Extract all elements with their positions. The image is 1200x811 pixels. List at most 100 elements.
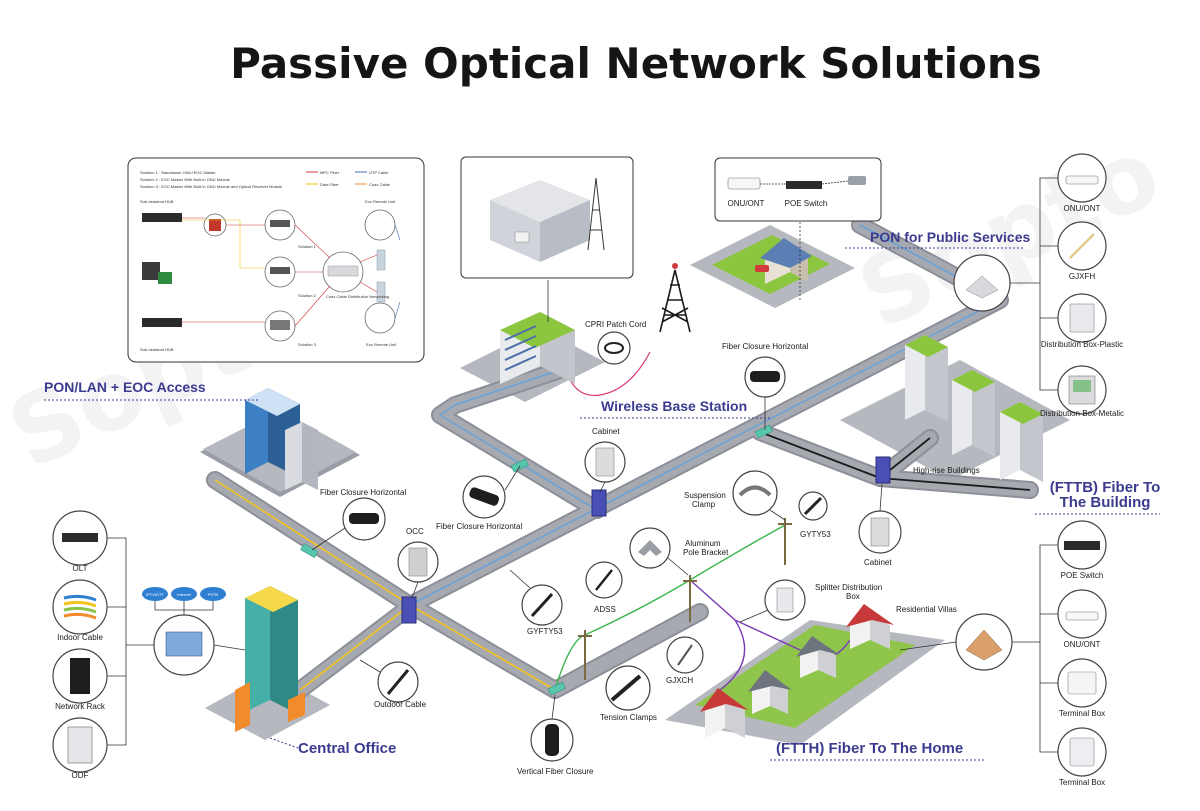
right-bottom-label-3: Terminal Box xyxy=(1059,778,1105,787)
legend-utp: UTP Cable xyxy=(369,170,389,175)
label-fch-top: Fiber Closure Horizontal xyxy=(722,342,808,351)
label-gyty53: GYTY53 xyxy=(800,530,831,539)
label-fch-left: Fiber Closure Horizontal xyxy=(320,488,406,497)
sub-hub-top: Sub-headend HUB xyxy=(140,199,174,204)
right-top-label-3: Distribution Box-Metalic xyxy=(1039,409,1125,418)
label-suspension-2: Clamp xyxy=(692,500,716,509)
left-item-odf: ODF xyxy=(52,717,108,780)
legend-data: Data Fiber xyxy=(320,182,339,187)
cabinet-occ-road xyxy=(401,596,417,624)
network-rack-icon xyxy=(70,658,90,694)
indoor-cable-icon xyxy=(63,594,97,620)
callout-gyfty53: GYFTY53 xyxy=(509,569,563,636)
callout-fch-top: Fiber Closure Horizontal xyxy=(722,342,808,430)
onu-icon xyxy=(1065,611,1099,621)
right-bottom-item-terminal-2: Terminal Box xyxy=(1057,727,1107,787)
cabinet-top-road xyxy=(591,489,607,517)
left-label-3: ODF xyxy=(72,771,89,780)
callout-cpri: CPRI Patch Cord xyxy=(585,320,646,365)
callout-occ: OCC xyxy=(397,527,439,599)
callout-gjxch: GJXCH xyxy=(666,636,704,685)
central-cloud-hub: IPTV/OTT Internet PSTN xyxy=(126,587,246,676)
utility-poles xyxy=(578,518,792,680)
label-splitter-2: Box xyxy=(846,592,860,601)
right-top-item-metal-box: Distribution Box-Metalic xyxy=(1039,365,1125,418)
cloud-pstn: PSTN xyxy=(208,592,219,597)
eoc-remote-bottom: Eoc Remote Unit xyxy=(366,342,397,347)
building-villas xyxy=(700,604,894,738)
section-fttb-2: The Building xyxy=(1060,494,1151,511)
solution-1-text: Solution 1 : Standalone ONU+EOC Master xyxy=(140,170,216,175)
building-highrise xyxy=(905,335,1043,482)
solution-1-tag: Solution 1 xyxy=(298,244,317,249)
olt-device-icon xyxy=(142,213,182,222)
left-column: OLT Indoor Cable Network Rack ODF xyxy=(52,510,127,780)
solution-3-text: Solution 3 : EOC Master With Built-in ON… xyxy=(140,184,283,189)
building-public xyxy=(755,238,812,284)
callout-tension: Tension Clamps xyxy=(600,665,657,722)
page-title: Passive Optical Network Solutions xyxy=(230,39,1042,88)
callout-outdoor: Outdoor Cable xyxy=(359,659,427,709)
right-top-column: ONU/ONT GJXFH Distribution Box-Plastic D… xyxy=(953,153,1125,418)
callout-cabinet-top: Cabinet xyxy=(584,427,626,493)
right-top-label-1: GJXFH xyxy=(1069,272,1095,281)
callout-fch-mid: Fiber Closure Horizontal xyxy=(436,465,522,531)
label-tension: Tension Clamps xyxy=(600,713,657,722)
callout-splitter: Splitter Distribution Box xyxy=(739,579,882,623)
callout-suspension: Suspension Clamp xyxy=(684,470,786,521)
terminal-box-icon xyxy=(1067,671,1097,695)
callout-gyty53: GYTY53 xyxy=(798,491,831,539)
plastic-box-icon xyxy=(1069,303,1095,333)
wireless-inset xyxy=(460,156,634,322)
right-top-item-plastic-box: Distribution Box-Plastic xyxy=(1041,293,1123,349)
label-suspension-1: Suspension xyxy=(684,491,726,500)
right-bottom-column: POE Switch ONU/ONT Terminal Box Terminal… xyxy=(899,520,1107,787)
gjxfh-icon xyxy=(1069,233,1095,259)
left-label-2: Network Rack xyxy=(55,702,106,711)
label-gjxch: GJXCH xyxy=(666,676,693,685)
cloud-internet: Internet xyxy=(177,592,191,597)
right-bottom-label-2: Terminal Box xyxy=(1059,709,1105,718)
label-fch-mid: Fiber Closure Horizontal xyxy=(436,522,522,531)
left-label-0: OLT xyxy=(73,564,88,573)
callout-adss: ADSS xyxy=(585,561,623,614)
terminal-box-icon xyxy=(1069,737,1095,767)
right-bottom-item-onu: ONU/ONT xyxy=(1057,589,1107,649)
left-item-network-rack: Network Rack xyxy=(52,648,108,711)
right-top-item-gjxfh: GJXFH xyxy=(1057,221,1107,281)
sub-hub-bottom: Sub-headend HUB xyxy=(140,347,174,352)
legend-coax: Coax Cable xyxy=(369,182,391,187)
callout-cabinet-right: Cabinet xyxy=(858,483,902,567)
solution-2-tag: Solution 2 xyxy=(298,293,317,298)
solution-2-text: Solution 2 : EOC Master With Built-in ON… xyxy=(140,177,231,182)
left-label-1: Indoor Cable xyxy=(57,633,103,642)
odf-icon xyxy=(67,726,93,764)
poe-switch-icon xyxy=(1064,541,1100,550)
label-vertical: Vertical Fiber Closure xyxy=(517,767,594,776)
right-top-label-0: ONU/ONT xyxy=(1064,204,1101,213)
coax-tag: Coax Cable Distribution Networking xyxy=(326,294,389,299)
label-alu-2: Pole Bracket xyxy=(683,548,729,557)
label-cabinet-right: Cabinet xyxy=(864,558,892,567)
callout-vertical: Vertical Fiber Closure xyxy=(517,694,594,776)
tower-icon xyxy=(659,263,691,333)
public-services-inset: ONU/ONT POE Switch xyxy=(714,157,882,300)
label-outdoor: Outdoor Cable xyxy=(374,700,427,709)
eoc-remote-top: Eoc Remote Unit xyxy=(365,199,396,204)
right-bottom-item-terminal-1: Terminal Box xyxy=(1057,658,1107,718)
section-fttb-1: (FTTB) Fiber To xyxy=(1050,479,1161,496)
section-ftth: (FTTH) Fiber To The Home xyxy=(776,740,963,757)
label-alu-1: Aluminum xyxy=(685,539,721,548)
right-bottom-label-1: ONU/ONT xyxy=(1064,640,1101,649)
left-item-olt: OLT xyxy=(52,510,108,573)
public-onu-label: ONU/ONT xyxy=(728,199,765,208)
building-pon-lan xyxy=(245,388,318,490)
section-wireless: Wireless Base Station xyxy=(601,398,747,414)
building-central xyxy=(235,586,305,732)
callout-aluminum: Aluminum Pole Bracket xyxy=(629,527,729,576)
eoc-solution-panel: Solution 1 : Standalone ONU+EOC Master S… xyxy=(127,157,425,363)
label-adss: ADSS xyxy=(594,605,616,614)
section-public: PON for Public Services xyxy=(870,229,1030,245)
